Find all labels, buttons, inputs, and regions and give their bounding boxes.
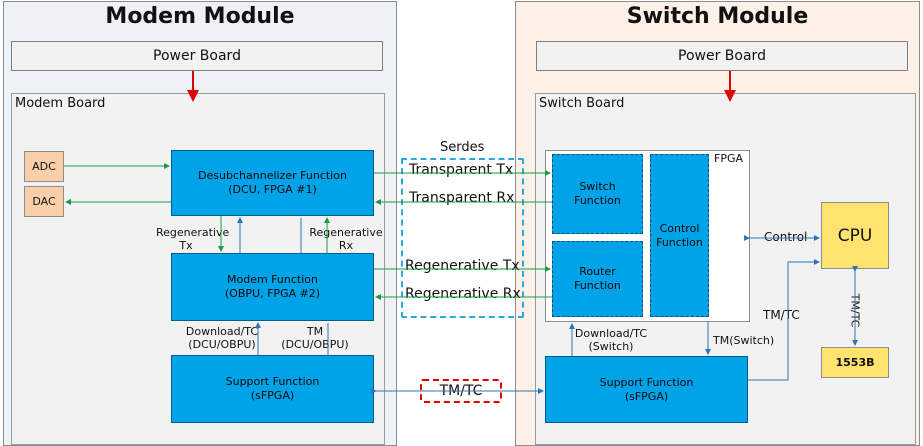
cpu-tm-tc-label: TM/TC [763, 308, 800, 322]
router-fn-line1: Router [579, 265, 616, 278]
cpu-tm-tc-line [748, 259, 820, 381]
tm-line2: (DCU/OBPU) [281, 338, 349, 351]
switch-power-board: Power Board [536, 41, 908, 71]
modem-fn-line1: Modem Function [227, 273, 318, 286]
fpga-label: FPGA [714, 152, 744, 165]
serdes-title: Serdes [440, 140, 485, 155]
switch-support-line1: Support Function [599, 375, 694, 389]
switch-download-tc-line2: (Switch) [588, 340, 634, 353]
download-tc-line2: (DCU/OBPU) [188, 338, 256, 351]
regen-tx-line2: Tx [179, 239, 193, 252]
switch-board-label: Switch Board [539, 96, 625, 111]
regen-rx-line1: Regenerative [309, 226, 383, 239]
regen-tx-line1: Regenerative [156, 226, 230, 239]
control-fn-line1: Control [659, 221, 700, 235]
switch-download-tc-label: Download/TC (Switch) [572, 327, 650, 353]
desubchannelizer-function-block: Desubchannelizer Function (DCU, FPGA #1) [171, 150, 374, 216]
switch-support-line2: (sFPGA) [624, 389, 669, 403]
switch-function-block: Switch Function [552, 154, 643, 234]
tm-line1: TM [306, 325, 324, 338]
switch-download-tc-line1: Download/TC [574, 327, 648, 340]
modem-support-line2: (sFPGA) [250, 389, 295, 402]
dac-label: DAC [32, 195, 56, 208]
cpu-block: CPU [821, 202, 889, 269]
modem-fn-line2: (OBPU, FPGA #2) [224, 287, 321, 300]
modem-power-board-label: Power Board [153, 48, 241, 64]
router-fn-line2: Function [574, 279, 621, 292]
modem-function-block: Modem Function (OBPU, FPGA #2) [171, 253, 374, 321]
regenerative-rx-label: Regenerative Rx [306, 226, 386, 252]
regen-rx-line2: Rx [338, 239, 354, 252]
control-fn-line2: Function [656, 235, 703, 249]
modem-support-line1: Support Function [225, 375, 320, 388]
serdes-box [401, 158, 524, 318]
desub-line1: Desubchannelizer Function [198, 169, 347, 182]
switch-fn-line2: Function [574, 194, 621, 207]
modem-power-board: Power Board [11, 41, 383, 71]
regenerative-tx-label: Regenerative Tx [156, 226, 230, 252]
bus-1553b-label: 1553B [835, 356, 875, 369]
adc-label: ADC [32, 160, 56, 173]
tm-label: TM (DCU/OBPU) [277, 325, 353, 351]
modem-board-label: Modem Board [15, 96, 106, 111]
download-tc-line1: Download/TC [185, 325, 259, 338]
modem-module-title: Modem Module [105, 4, 295, 29]
switch-power-board-label: Power Board [678, 48, 766, 64]
tm-switch-label: TM(Switch) [713, 334, 775, 347]
control-function-block: Control Function [650, 154, 709, 317]
dac-block: DAC [24, 186, 64, 217]
adc-block: ADC [24, 151, 64, 182]
router-function-block: Router Function [552, 241, 643, 317]
desub-line2: (DCU, FPGA #1) [228, 183, 317, 196]
switch-fn-line1: Switch [579, 180, 616, 193]
download-tc-label: Download/TC (DCU/OBPU) [180, 325, 264, 351]
modem-support-function-block: Support Function (sFPGA) [171, 355, 374, 423]
cpu-label: CPU [837, 225, 873, 246]
switch-module-title: Switch Module [626, 4, 809, 29]
bus-1553b-block: 1553B [821, 347, 889, 378]
switch-support-function-block: Support Function (sFPGA) [545, 356, 748, 423]
